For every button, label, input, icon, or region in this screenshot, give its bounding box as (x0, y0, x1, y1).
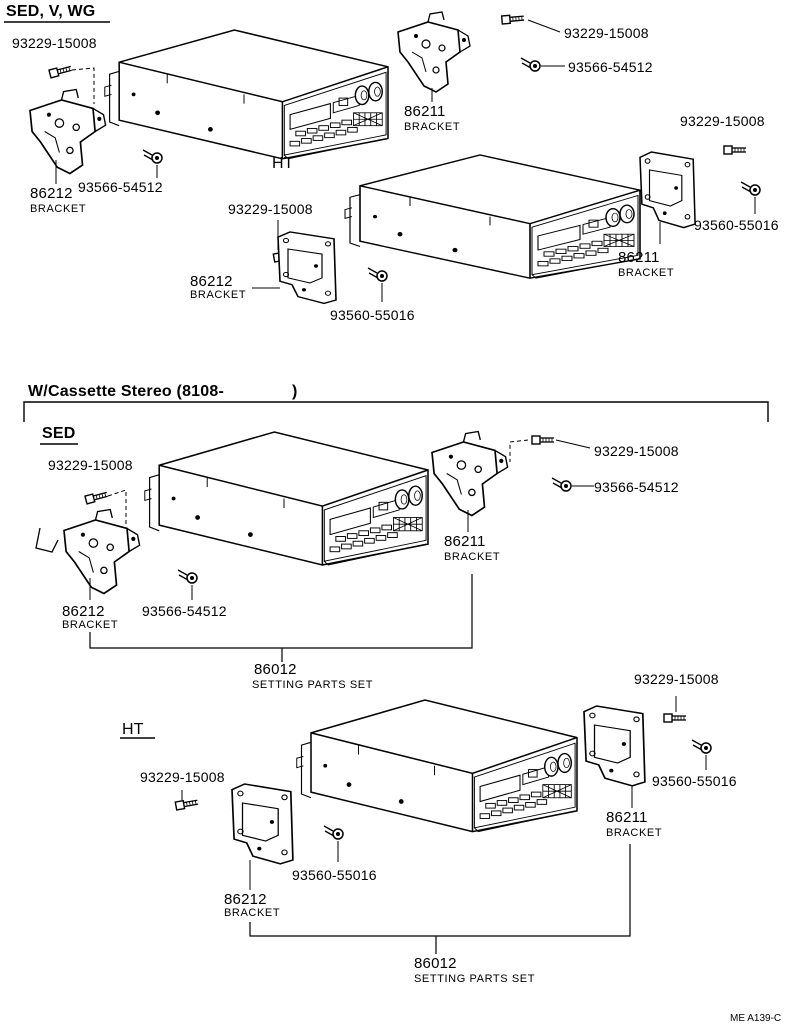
part-number-screw: 93566-54512 (78, 179, 163, 195)
bracket-86211 (583, 705, 646, 787)
bolt (48, 63, 73, 79)
part-number-bracket: 86212 (190, 273, 233, 290)
bracket-86211 (431, 430, 509, 517)
screw (367, 267, 388, 282)
bracket-86212 (63, 508, 141, 595)
part-number-bolt: 93229-15008 (564, 25, 649, 41)
part-number-screw: 93560-55016 (694, 217, 779, 233)
section-label-sed: SED (42, 425, 76, 442)
bracket-86211 (639, 151, 696, 229)
section-label-ht: HT (272, 155, 294, 172)
part-caption-bracket: BRACKET (190, 289, 247, 301)
part-caption-setting-set: SETTING PARTS SET (414, 973, 536, 985)
part-number-bolt: 93229-15008 (634, 671, 719, 687)
screw (323, 825, 344, 840)
stereo-unit (295, 699, 578, 833)
stereo-unit (344, 154, 641, 280)
stereo-unit (144, 431, 429, 566)
part-caption-bracket: BRACKET (62, 619, 119, 631)
screw (520, 57, 541, 72)
part-caption-bracket: BRACKET (404, 121, 461, 133)
part-number-screw: 93560-55016 (292, 867, 377, 883)
screw (740, 181, 761, 196)
part-number-screw: 93560-55016 (652, 773, 737, 789)
section-title-sed-v-wg: SED, V, WG (6, 3, 96, 20)
part-number-bolt: 93229-15008 (48, 457, 133, 473)
bolt (663, 713, 687, 723)
part-number-bolt: 93229-15008 (12, 35, 97, 51)
screw (142, 149, 163, 164)
part-number-bolt: 93229-15008 (140, 769, 225, 785)
part-number-bolt: 93229-15008 (680, 113, 765, 129)
figure-code: ME A139-C (730, 1013, 782, 1024)
part-number-bracket: 86211 (606, 809, 648, 826)
part-caption-setting-set: SETTING PARTS SET (252, 679, 374, 691)
section-header-close: ) (292, 383, 298, 400)
part-number-setting-set: 86012 (254, 661, 297, 678)
part-number-bracket: 86212 (62, 603, 105, 620)
screw (691, 739, 712, 754)
part-number-bracket: 86211 (404, 103, 446, 120)
part-caption-bracket: BRACKET (444, 551, 501, 563)
section-label-ht: HT (122, 721, 144, 738)
part-number-bracket: 86212 (224, 891, 267, 908)
part-caption-bracket: BRACKET (618, 267, 675, 279)
part-caption-bracket: BRACKET (224, 907, 281, 919)
part-number-bolt: 93229-15008 (228, 201, 313, 217)
bolt (174, 797, 200, 811)
bracket-86212 (277, 231, 337, 305)
part-number-screw: 93566-54512 (142, 603, 227, 619)
bolt (723, 145, 747, 155)
part-number-screw: 93566-54512 (594, 479, 679, 495)
section-header-cassette: W/Cassette Stereo (8108- (28, 384, 224, 400)
bolt (84, 489, 109, 505)
part-number-bolt: 93229-15008 (594, 443, 679, 459)
part-number-screw: 93560-55016 (330, 307, 415, 323)
part-caption-bracket: BRACKET (606, 827, 663, 839)
bolt (500, 13, 525, 25)
part-number-setting-set: 86012 (414, 955, 457, 972)
screw (551, 477, 572, 492)
bolt (531, 435, 555, 445)
section-header-text: W/Cassette Stereo (8108- (28, 383, 224, 400)
part-number-bracket: 86212 (30, 185, 73, 202)
part-number-bracket: 86211 (618, 249, 660, 266)
part-number-screw: 93566-54512 (568, 59, 653, 75)
part-number-bracket: 86211 (444, 533, 486, 550)
bracket-86212 (231, 783, 294, 865)
part-caption-bracket: BRACKET (30, 203, 87, 215)
bracket-86211 (397, 11, 471, 93)
stereo-unit (104, 29, 389, 160)
screw (177, 569, 198, 584)
